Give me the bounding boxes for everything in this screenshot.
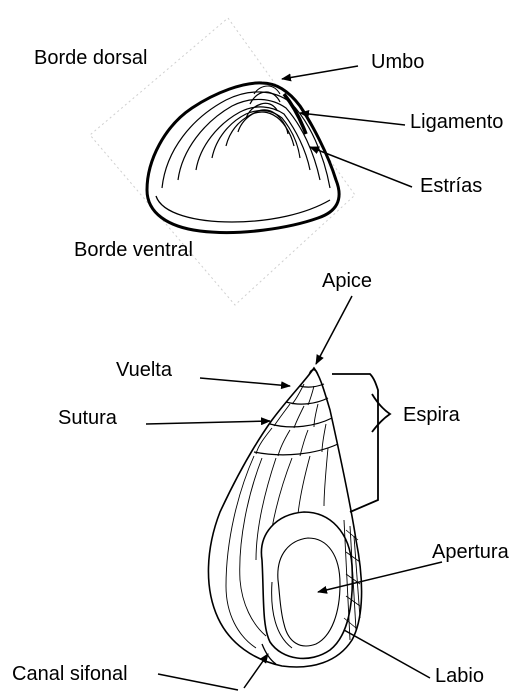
labio-arrow [344, 630, 430, 678]
label-borde-dorsal: Borde dorsal [34, 48, 147, 68]
ligamento-arrow [300, 113, 405, 125]
label-ligamento: Ligamento [410, 112, 503, 132]
canal-sifonal-arrow [244, 654, 268, 688]
label-apice: Apice [322, 271, 372, 291]
aperture-outline [261, 512, 352, 658]
bivalve-outline [147, 83, 339, 233]
sutura-arrow [146, 421, 270, 424]
label-sutura: Sutura [58, 408, 117, 428]
vuelta-arrow [200, 378, 290, 386]
label-apertura: Apertura [432, 542, 509, 562]
label-canal-sifonal: Canal sifonal [12, 664, 128, 684]
umbo-arrow [282, 66, 358, 79]
label-espira: Espira [403, 405, 460, 425]
canal-sifonal-pointer [158, 674, 238, 690]
label-borde-ventral: Borde ventral [74, 240, 193, 260]
label-vuelta: Vuelta [116, 360, 172, 380]
label-umbo: Umbo [371, 52, 424, 72]
label-estrias: Estrías [420, 176, 482, 196]
apice-arrow [316, 296, 352, 364]
espira-brace [372, 394, 390, 432]
gastropod-shell-illustration [208, 368, 361, 667]
label-labio: Labio [435, 666, 484, 686]
